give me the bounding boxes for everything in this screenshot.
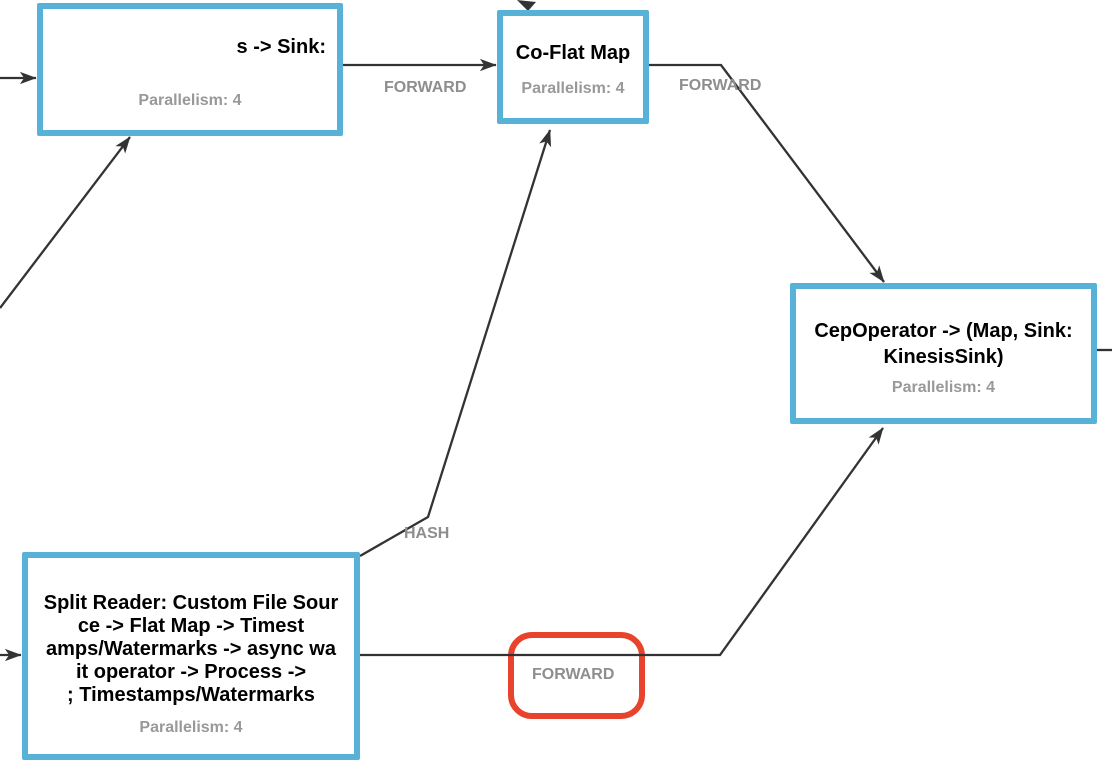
edge-label-hash: HASH: [404, 525, 450, 542]
parallelism-label: Parallelism: 4: [138, 92, 242, 109]
node-title-line: ce -> Flat Map -> Timest: [77, 615, 305, 637]
node-title-line: ; Timestamps/Watermarks: [67, 684, 315, 706]
edge-label-forward-highlighted: FORWARD: [532, 666, 615, 683]
node-title-line: KinesisSink): [883, 346, 1004, 368]
edge-split-to-cep-forward: [360, 427, 884, 657]
node-co-flat-map[interactable]: Co-Flat Map Parallelism: 4: [497, 10, 649, 124]
node-title: s -> Sink:: [237, 35, 326, 59]
edge-split-to-coflatmap-hash: [359, 129, 552, 557]
edge-label-forward-1: FORWARD: [384, 79, 467, 96]
node-title: Split Reader: Custom File Sour ce -> Fla…: [28, 592, 354, 707]
node-title-line: s -> Sink:: [236, 36, 326, 58]
node-split-reader[interactable]: Split Reader: Custom File Sour ce -> Fla…: [22, 552, 360, 760]
highlight-box: [508, 632, 645, 719]
node-title-line: Split Reader: Custom File Sour: [43, 592, 339, 614]
node-cep-operator[interactable]: CepOperator -> (Map, Sink: KinesisSink) …: [790, 283, 1097, 424]
parallelism-label: Parallelism: 4: [891, 379, 996, 396]
node-title-line: CepOperator -> (Map, Sink:: [814, 320, 1073, 342]
edge-coflatmap-to-cep: [649, 63, 885, 283]
node-title-line: amps/Watermarks -> async wa: [46, 638, 336, 660]
node-title: Co-Flat Map: [503, 41, 643, 65]
node-title-line: it operator -> Process ->: [75, 661, 307, 683]
node-sink[interactable]: s -> Sink: Parallelism: 4: [37, 3, 343, 136]
edge-label-forward-2: FORWARD: [679, 77, 762, 94]
clipped-arrowhead-top: [517, 0, 536, 11]
parallelism-label: Parallelism: 4: [521, 80, 625, 97]
edge-into-sink-bottom: [0, 136, 131, 309]
node-title: CepOperator -> (Map, Sink: KinesisSink): [796, 318, 1091, 370]
parallelism-label: Parallelism: 4: [139, 719, 243, 736]
node-title-line: Co-Flat Map: [515, 42, 631, 64]
